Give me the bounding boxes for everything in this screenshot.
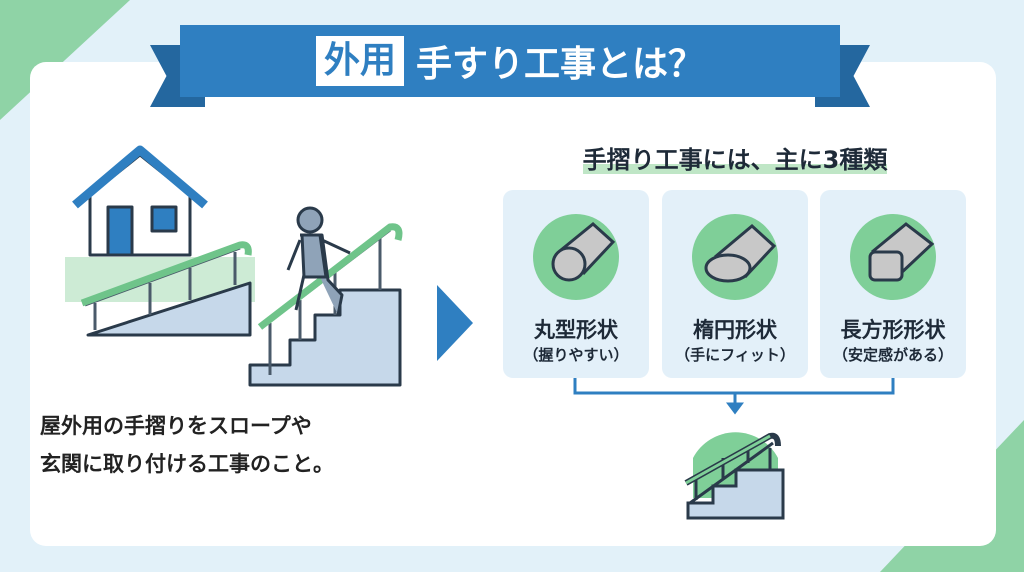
title-ribbon: [180, 25, 840, 97]
types-heading-text: 手摺り工事には、主に3種類: [582, 146, 888, 174]
arrow-right-icon: [437, 285, 473, 361]
card-round: 丸型形状 （握りやすい）: [503, 190, 649, 378]
card-title: 長方形形状: [840, 318, 946, 342]
description-line-2: 玄関に取り付ける工事のこと。: [40, 452, 334, 476]
card-title: 楕円形状: [693, 318, 777, 342]
card-rectangle: 長方形形状 （安定感がある）: [820, 190, 966, 378]
house-stairs-illustration: [65, 145, 403, 387]
description-line-1: 屋外用の手摺りをスロープや: [40, 414, 312, 438]
page-title: 外用 手すり工事とは？: [180, 25, 840, 97]
oval-handrail-icon: [692, 214, 778, 300]
stairs-handrail-icon: [684, 432, 785, 520]
round-handrail-icon: [533, 214, 619, 300]
card-oval: 楕円形状 （手にフィット）: [662, 190, 808, 378]
card-subtitle: （手にフィット）: [675, 346, 795, 364]
card-subtitle: （握りやすい）: [523, 346, 629, 364]
card-subtitle: （安定感がある）: [832, 346, 953, 364]
rectangle-handrail-icon: [850, 214, 936, 300]
title-text: 手すり工事とは？: [416, 44, 705, 85]
title-badge: 外用: [315, 36, 404, 86]
types-heading: 手摺り工事には、主に3種類: [500, 140, 970, 175]
connector-lines: [573, 378, 895, 415]
card-title: 丸型形状: [534, 318, 618, 342]
